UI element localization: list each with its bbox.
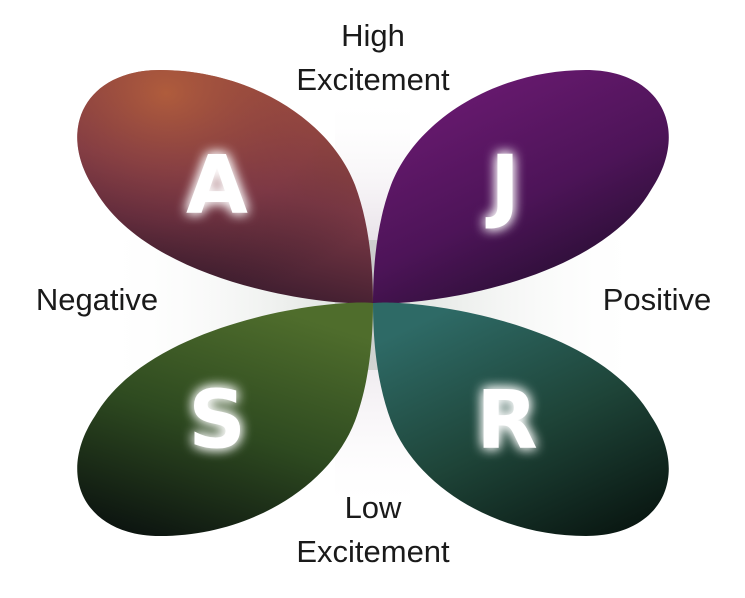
petal-r xyxy=(373,302,669,536)
letter-s: S xyxy=(188,374,246,467)
letter-r: R xyxy=(476,374,538,467)
letter-j: J xyxy=(485,139,520,232)
low-excitement-label: Low Excitement xyxy=(273,486,473,574)
high-excitement-label: High Excitement xyxy=(273,14,473,102)
petal-a-highlight xyxy=(77,70,374,304)
high-label-line2: Excitement xyxy=(296,62,450,97)
letter-a: A xyxy=(186,139,248,232)
low-label-line2: Excitement xyxy=(296,534,450,569)
petal-j xyxy=(373,70,669,304)
negative-label: Negative xyxy=(35,282,159,317)
petal-s xyxy=(77,302,374,536)
high-label-line1: High xyxy=(341,18,405,53)
positive-label: Positive xyxy=(602,282,712,317)
low-label-line1: Low xyxy=(344,490,402,525)
